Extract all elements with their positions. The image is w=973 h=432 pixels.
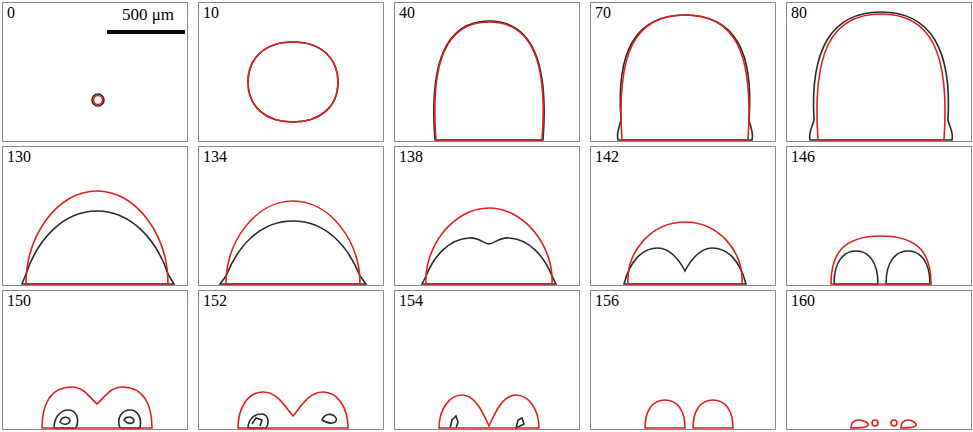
black-contour — [248, 414, 268, 428]
frame-panel: 150 — [2, 290, 188, 430]
red-contour — [435, 22, 543, 140]
black-contour — [434, 21, 544, 140]
panel-10-art — [248, 42, 338, 122]
red-contour — [439, 395, 539, 428]
time-label: 160 — [791, 292, 815, 310]
panel-156-art — [645, 400, 733, 428]
panel-146-art — [831, 236, 931, 284]
black-contour — [119, 410, 141, 428]
black-contour — [322, 414, 336, 423]
frame-panel: 80 — [786, 2, 972, 142]
time-label: 146 — [791, 148, 815, 166]
time-label: 80 — [791, 4, 807, 22]
frame-panel: 156 — [590, 290, 776, 430]
black-contour — [60, 417, 70, 424]
red-contour — [238, 392, 348, 428]
panel-152-art — [238, 392, 348, 428]
frame-panel: 134 — [198, 146, 384, 286]
black-contour — [516, 418, 524, 428]
panel-70-art — [617, 15, 752, 140]
time-label: 10 — [203, 4, 219, 22]
panel-138-art — [422, 208, 556, 284]
frame-panel: 152 — [198, 290, 384, 430]
red-contour — [248, 42, 338, 122]
time-label: 138 — [399, 148, 423, 166]
red-contour — [817, 14, 945, 140]
black-contour — [617, 15, 752, 140]
panel-150-art — [42, 387, 152, 428]
time-label: 40 — [399, 4, 415, 22]
black-contour — [124, 417, 134, 423]
frame-panel: 142 — [590, 146, 776, 286]
scale-label: 500 μm — [103, 5, 193, 24]
red-contour — [628, 222, 742, 284]
red-contour — [693, 400, 733, 428]
time-label: 134 — [203, 148, 227, 166]
frame-panel: 146 — [786, 146, 972, 286]
black-contour — [422, 238, 556, 284]
panel-142-art — [624, 222, 746, 284]
frame-panel: 154 — [394, 290, 580, 430]
black-contour — [92, 94, 104, 106]
time-label: 150 — [7, 292, 31, 310]
red-contour — [426, 208, 552, 284]
time-label: 0 — [7, 4, 15, 22]
black-contour — [834, 251, 878, 284]
red-contour — [26, 191, 168, 284]
red-contour — [901, 420, 916, 428]
red-contour — [891, 420, 897, 426]
black-contour — [886, 251, 930, 284]
black-contour — [248, 42, 338, 122]
frame-panel: 70 — [590, 2, 776, 142]
red-contour — [872, 420, 878, 426]
scale-bar — [107, 30, 185, 34]
red-contour — [831, 236, 931, 284]
red-contour — [851, 420, 868, 428]
panel-160-art — [851, 420, 916, 428]
red-contour — [621, 15, 749, 140]
panel-80-art — [810, 12, 953, 140]
black-contour — [252, 418, 262, 426]
time-label: 154 — [399, 292, 423, 310]
black-contour — [810, 12, 953, 140]
frame-panel: 160 — [786, 290, 972, 430]
black-contour — [450, 416, 458, 428]
frame-panel: 40 — [394, 2, 580, 142]
panel-40-art — [434, 21, 544, 140]
time-label: 142 — [595, 148, 619, 166]
time-label: 152 — [203, 292, 227, 310]
black-contour — [624, 248, 746, 284]
red-contour — [226, 201, 360, 284]
black-contour — [54, 410, 78, 428]
red-contour — [42, 387, 152, 428]
frame-panel: 138 — [394, 146, 580, 286]
time-label: 130 — [7, 148, 31, 166]
panel-0-art — [92, 32, 185, 106]
time-label: 156 — [595, 292, 619, 310]
frame-panel: 130 — [2, 146, 188, 286]
panel-154-art — [439, 395, 539, 428]
panel-130-art — [22, 191, 174, 284]
panel-134-art — [220, 201, 366, 284]
frame-panel: 10 — [198, 2, 384, 142]
time-label: 70 — [595, 4, 611, 22]
frame-panel: 0500 μm — [2, 2, 188, 142]
red-contour — [94, 96, 103, 105]
red-contour — [645, 400, 685, 428]
